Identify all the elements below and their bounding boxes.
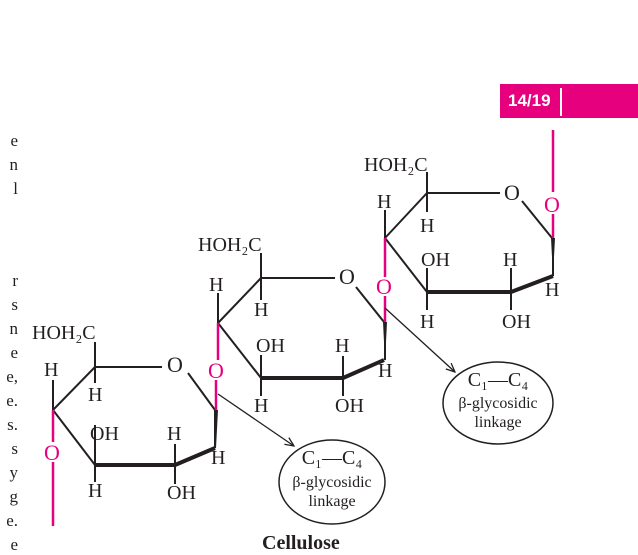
ch2oh-label: HOH₂C — [198, 234, 262, 256]
hydrogen-label: H — [88, 480, 102, 502]
hydrogen-label: H — [335, 335, 349, 357]
hydrogen-label: H — [167, 423, 181, 445]
linkage-callout-2: C₁—C₄ β-glycosidic linkage — [384, 307, 554, 445]
margin-fragment: r — [12, 271, 18, 290]
hydrogen-label: H — [254, 299, 268, 321]
diagram-caption: Cellulose — [262, 532, 340, 554]
ch2oh-label: HOH₂C — [364, 154, 428, 176]
margin-fragment: e. — [6, 391, 18, 410]
hydrogen-label: H — [88, 384, 102, 406]
hydroxyl-label: OH — [256, 335, 285, 357]
ch2oh-label: HOH₂C — [32, 322, 96, 344]
linkage-bond-label: C₁—C₄ — [468, 369, 529, 391]
ring-oxygen-label: O — [339, 264, 355, 289]
hydrogen-label: H — [503, 249, 517, 271]
bridge-oxygen-label: O — [208, 358, 224, 383]
linkage-word-label: linkage — [308, 493, 355, 510]
badge-divider — [560, 88, 562, 116]
hydroxyl-label: OH — [502, 311, 531, 333]
bridge-oxygen-label: O — [376, 274, 392, 299]
margin-fragment: e, — [6, 367, 18, 386]
margin-fragment: s — [11, 295, 18, 314]
hydrogen-label: H — [378, 360, 392, 382]
margin-fragment: s. — [7, 415, 18, 434]
margin-fragment: e. — [6, 511, 18, 530]
margin-fragment: e — [10, 535, 18, 554]
margin-fragment: g — [9, 487, 19, 506]
hydroxyl-label: OH — [167, 482, 196, 504]
bridge-oxygen-label: O — [544, 192, 560, 217]
margin-fragment: n — [9, 319, 19, 338]
ring-oxygen-label: O — [504, 180, 520, 205]
linkage-callout-1: C₁—C₄ β-glycosidic linkage — [217, 393, 386, 525]
margin-fragment: n — [9, 155, 19, 174]
hydroxyl-label: OH — [90, 423, 119, 445]
margin-fragment: e — [10, 343, 18, 362]
glucose-ring-2: HOH₂C O H H OH H H OH H — [198, 234, 392, 417]
hydrogen-label: H — [545, 279, 559, 301]
hydroxyl-label: OH — [335, 395, 364, 417]
page-number: 14/19 — [508, 91, 551, 110]
linkage-bond-label: C₁—C₄ — [302, 447, 363, 469]
hydroxyl-label: OH — [421, 249, 450, 271]
glycosidic-bridges: O O O O — [44, 130, 560, 526]
glucose-ring-1: HOH₂C O H H OH H H OH H — [32, 322, 225, 504]
hydrogen-label: H — [377, 191, 391, 213]
margin-fragment: y — [9, 463, 19, 482]
hydrogen-label: H — [211, 447, 225, 469]
hydrogen-label: H — [44, 359, 58, 381]
margin-fragment: s — [11, 439, 18, 458]
hydrogen-label: H — [209, 274, 223, 296]
hydrogen-label: H — [420, 215, 434, 237]
linkage-name-label: β-glycosidic — [458, 395, 537, 412]
hydrogen-label: H — [254, 395, 268, 417]
hydrogen-label: H — [420, 311, 434, 333]
margin-fragment: e — [10, 131, 18, 150]
bridge-oxygen-label: O — [44, 440, 60, 465]
linkage-word-label: linkage — [474, 414, 521, 431]
page-badge: 14/19 — [500, 84, 638, 118]
glucose-ring-3: HOH₂C O H H OH H H OH H — [364, 154, 559, 333]
ring-oxygen-label: O — [167, 352, 183, 377]
linkage-name-label: β-glycosidic — [292, 474, 371, 491]
margin-fragment: l — [13, 179, 18, 198]
